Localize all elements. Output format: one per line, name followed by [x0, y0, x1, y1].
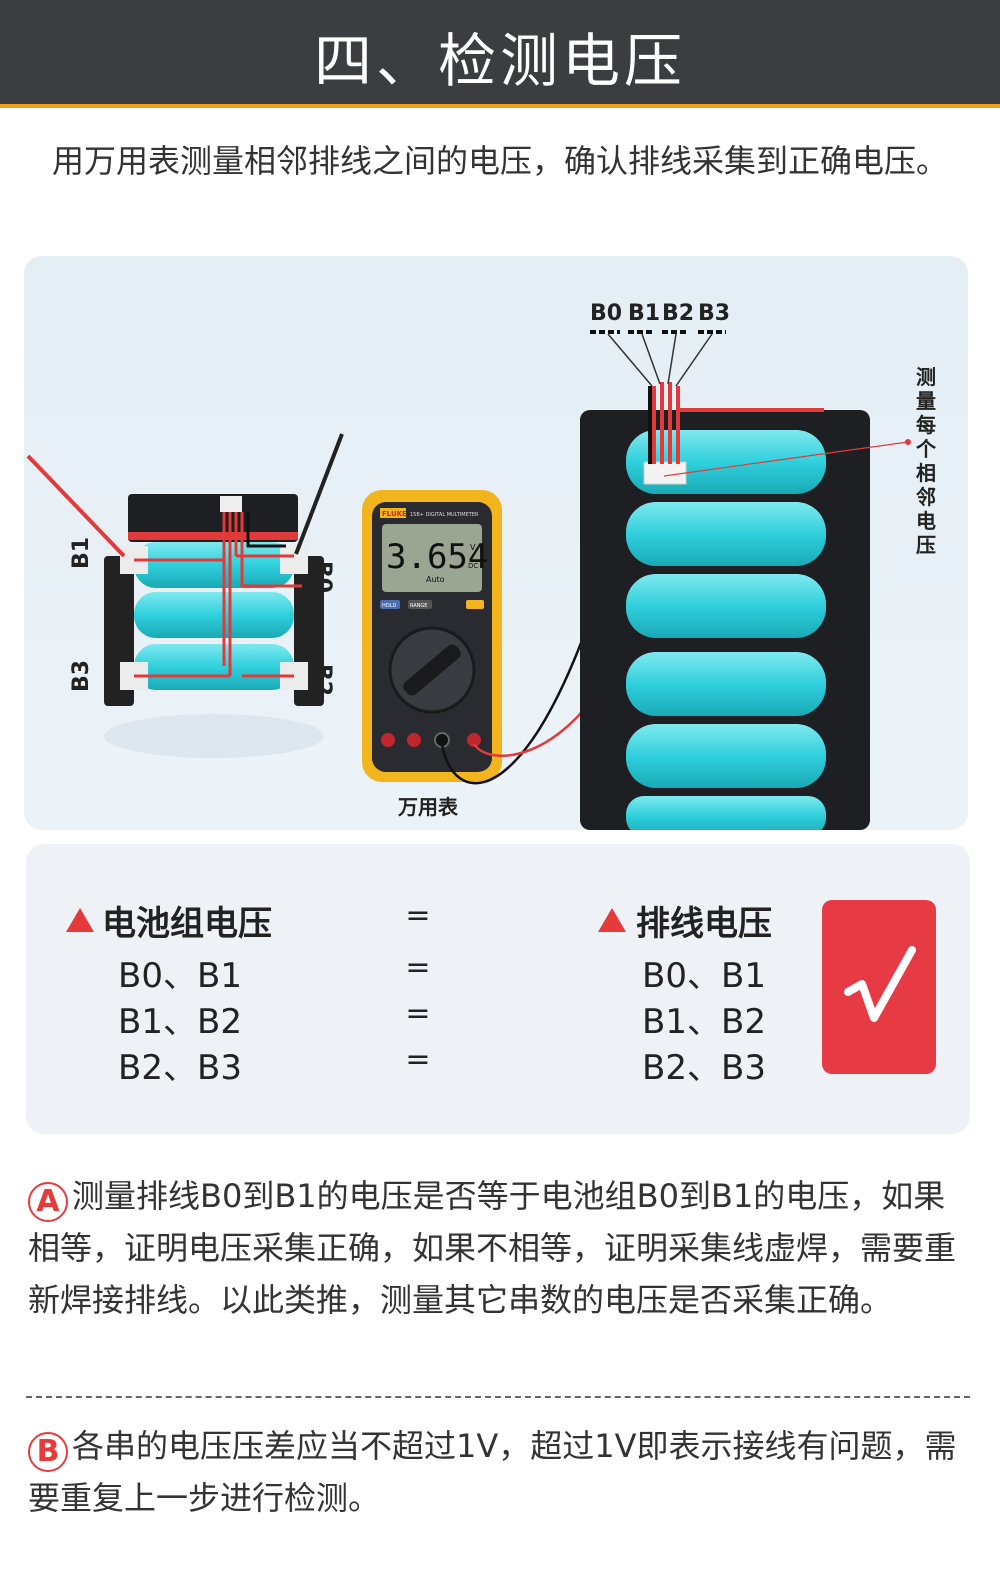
pack-voltage-header: 电池组电压 [102, 904, 272, 944]
battery-measurement-illustration: B1 B0 B3 B2 FLUKE 15B+ DIGITAL MULTIMETE… [26, 301, 943, 830]
meter-caption: 万用表 [397, 795, 459, 819]
left-label-b1: B1 [69, 537, 94, 569]
dashed-divider [26, 1396, 970, 1398]
side-note-char: 电 [916, 509, 936, 533]
triangle-marker-icon [598, 908, 626, 932]
top-label-b2: B2 [662, 301, 694, 326]
marker-b-icon: B [28, 1432, 68, 1472]
diagram-figure: B1 B0 B3 B2 FLUKE 15B+ DIGITAL MULTIMETE… [24, 256, 968, 830]
cable-pair-2: B1、B2 [642, 1002, 766, 1042]
equals-sign: = [405, 1042, 431, 1077]
top-label-b3: B3 [698, 301, 730, 326]
side-note: 测 量 每 个 相 邻 电 压 [915, 365, 943, 557]
side-note-char: 量 [916, 389, 936, 413]
side-note-char: 个 [915, 437, 937, 461]
meter-reading: 3.654 [386, 537, 488, 577]
small-battery-pack [26, 433, 344, 758]
intro-text: 用万用表测量相邻排线之间的电压，确认排线采集到正确电压。 [52, 142, 949, 180]
voltage-comparison-panel: 电池组电压 = 排线电压 B0、B1 = B0、B1 B1、B2 = B1、B2… [26, 844, 970, 1134]
equals-sign: = [405, 996, 431, 1031]
meter-mode: DC [468, 562, 478, 570]
check-mark-icon [844, 946, 916, 1022]
meter-auto: Auto [426, 575, 445, 584]
page-header: 四、检测电压 [0, 0, 1000, 108]
triangle-marker-icon [66, 908, 94, 932]
cable-voltage-header: 排线电压 [636, 904, 772, 944]
meter-brand: FLUKE [382, 510, 407, 518]
note-a-text: 测量排线B0到B1的电压是否等于电池组B0到B1的电压，如果相等，证明电压采集正… [28, 1177, 957, 1319]
left-label-b3: B3 [69, 660, 94, 692]
side-note-char: 相 [916, 461, 936, 485]
note-b-text: 各串的电压压差应当不超过1V，超过1V即表示接线有问题，需要重复上一步进行检测。 [28, 1427, 957, 1517]
side-note-char: 测 [916, 365, 936, 389]
pack-pair-1: B0、B1 [118, 956, 242, 996]
side-note-char: 压 [916, 533, 936, 557]
multimeter: FLUKE 15B+ DIGITAL MULTIMETER 3.654 V DC… [362, 490, 502, 782]
meter-hold-button: HOLD [382, 603, 396, 609]
equals-sign: = [405, 950, 431, 985]
page-title: 四、检测电压 [313, 27, 686, 95]
pack-pair-2: B1、B2 [118, 1002, 242, 1042]
large-battery-pack [580, 382, 870, 830]
top-label-b0: B0 [590, 301, 622, 326]
left-label-b2: B2 [310, 664, 335, 696]
equals-sign: = [405, 898, 431, 933]
side-note-char: 邻 [916, 485, 936, 509]
side-note-char: 每 [916, 413, 936, 437]
left-label-b0: B0 [310, 561, 335, 593]
meter-unit: V [470, 543, 476, 552]
meter-range-button: RANGE [410, 603, 427, 609]
check-mark-badge [822, 900, 936, 1074]
top-label-b1: B1 [628, 301, 660, 326]
pack-pair-3: B2、B3 [118, 1048, 242, 1088]
meter-model: 15B+ DIGITAL MULTIMETER [410, 512, 479, 518]
marker-a-icon: A [28, 1182, 68, 1222]
cable-pair-1: B0、B1 [642, 956, 766, 996]
cable-pair-3: B2、B3 [642, 1048, 766, 1088]
